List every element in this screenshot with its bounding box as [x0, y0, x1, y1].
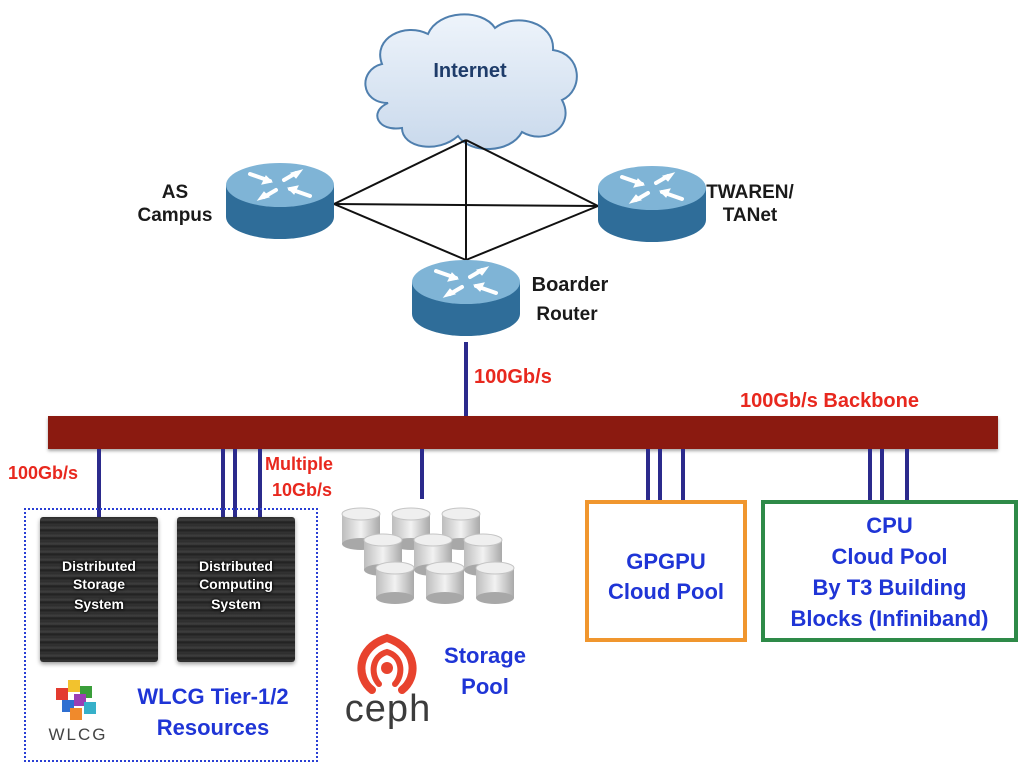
cpu-line2: Cloud Pool: [831, 544, 948, 569]
internet-cloud: [364, 13, 578, 150]
ceph-logo-icon: [357, 633, 417, 694]
multiple-label-line1: Multiple: [265, 454, 333, 474]
storage-label-line3: System: [74, 596, 124, 612]
ceph-disk-stack-icon: [341, 507, 515, 605]
backbone-label: 100Gb/s Backbone: [740, 390, 919, 412]
internet-label: Internet: [433, 60, 507, 82]
twaren-label: TWAREN/ TANet: [706, 182, 794, 226]
compute-link-1: [221, 449, 225, 517]
router-as-campus-icon: [226, 163, 334, 239]
storage-label-line1: Distributed: [62, 558, 136, 574]
router-twaren-icon: [598, 166, 706, 242]
gpgpu-line1: GPGPU: [626, 549, 706, 574]
gpgpu-cloud-pool-box: GPGPU Cloud Pool: [585, 500, 747, 642]
cpu-line3: By T3 Building: [812, 575, 967, 600]
cpu-link-2: [880, 449, 884, 501]
border-router-label-line2: Router: [536, 304, 598, 325]
wlcg-logo-icon: [56, 680, 96, 720]
wlcg-logo-text: WLCG: [48, 725, 108, 744]
ceph-title-line1: Storage: [444, 643, 526, 668]
ceph-link: [420, 449, 424, 499]
multiple-label-line2: 10Gb/s: [272, 480, 333, 500]
gpgpu-link-1: [646, 449, 650, 501]
as-campus-label: AS Campus: [137, 182, 213, 226]
compute-label-line2: Computing: [199, 576, 273, 592]
cpu-link-3: [905, 449, 909, 501]
compute-label-line1: Distributed: [199, 558, 273, 574]
router-border-icon: [412, 260, 520, 336]
uplink-speed-label: 100Gb/s: [474, 366, 552, 388]
cpu-cloud-pool-box: CPU Cloud Pool By T3 Building Blocks (In…: [761, 500, 1018, 642]
storage-link: [97, 449, 101, 517]
compute-link-3: [258, 449, 262, 517]
compute-label-line3: System: [211, 596, 261, 612]
gpgpu-link-2: [658, 449, 662, 501]
cpu-line1: CPU: [866, 513, 913, 538]
storage-speed-label: 100Gb/s: [8, 463, 79, 483]
cpu-link-1: [868, 449, 872, 501]
ceph-logo-text: ceph: [344, 688, 432, 730]
storage-label-line2: Storage: [72, 576, 126, 592]
backbone-bar: [48, 416, 998, 449]
uplink-line: [464, 342, 468, 418]
gpgpu-link-3: [681, 449, 685, 501]
ceph-title-line2: Pool: [461, 674, 509, 699]
cpu-line4: Blocks (Infiniband): [790, 606, 989, 631]
wlcg-title-line2: Resources: [156, 715, 270, 740]
gpgpu-line2: Cloud Pool: [607, 579, 725, 604]
compute-link-2: [233, 449, 237, 517]
wlcg-title-line1: WLCG Tier-1/2: [137, 684, 289, 709]
wlcg-group-box: [24, 508, 318, 762]
distributed-computing-server: Distributed Computing System: [177, 517, 295, 662]
border-router-label-line1: Boarder: [531, 274, 609, 296]
distributed-storage-server: Distributed Storage System: [40, 517, 158, 662]
